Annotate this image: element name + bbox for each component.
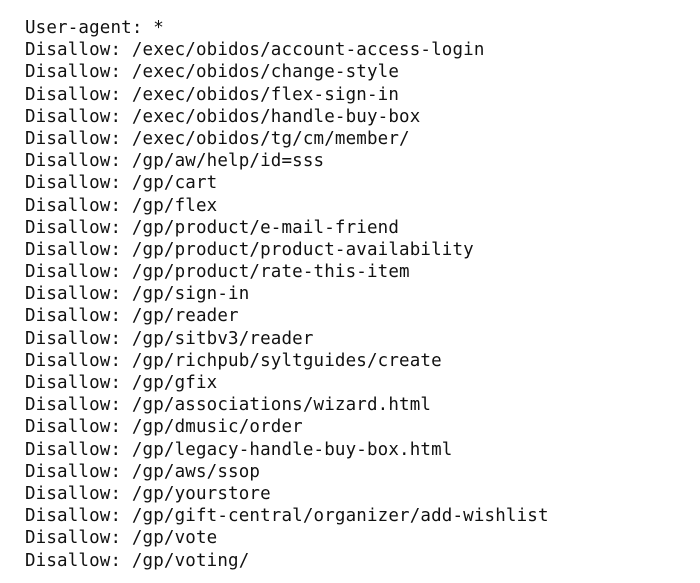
disallow-directive: Disallow: [25,151,122,172]
disallow-path: /exec/obidos/handle-buy-box [131,106,421,127]
disallow-directive: Disallow: [25,395,122,416]
disallow-line: Disallow: /exec/obidos/account-access-lo… [25,39,690,61]
disallow-path: /gp/associations/wizard.html [131,395,432,416]
disallow-directive: Disallow: [25,328,122,349]
disallow-path: /exec/obidos/change-style [131,62,400,83]
disallow-line: Disallow: /gp/dmusic/order [25,416,690,438]
disallow-line: Disallow: /exec/obidos/flex-sign-in [25,84,690,106]
disallow-line: Disallow: /gp/flex [25,195,690,217]
disallow-directive: Disallow: [25,262,122,283]
disallow-line: Disallow: /gp/cart [25,172,690,194]
disallow-directive: Disallow: [25,373,122,393]
disallow-directive: Disallow: [25,40,122,61]
disallow-path: /gp/product/e-mail-friend [131,217,400,238]
disallow-path: /gp/sitbv3/reader [131,328,314,349]
disallow-line: Disallow: /gp/aws/ssop [25,461,690,483]
disallow-directive: Disallow: [25,128,122,149]
disallow-directive: Disallow: [25,550,122,571]
disallow-directive: Disallow: [25,173,122,194]
user-agent-line: User-agent: * [25,17,690,39]
disallow-path: /gp/vote [131,528,218,549]
disallow-path: /gp/product/rate-this-item [131,262,410,283]
disallow-path: /exec/obidos/tg/cm/member/ [131,128,410,149]
disallow-directive: Disallow: [25,350,122,371]
disallow-line: Disallow: /gp/product/rate-this-item [25,261,690,283]
user-agent-directive: User-agent: [25,18,143,38]
user-agent-value: * [153,18,164,38]
robots-txt-listing: User-agent: * Disallow: /exec/obidos/acc… [25,17,690,572]
disallow-line: Disallow: /gp/gfix [25,372,690,394]
disallow-line: Disallow: /gp/yourstore [25,483,690,505]
disallow-directive: Disallow: [25,195,122,216]
disallow-line: Disallow: /gp/gift-central/organizer/add… [25,505,690,527]
disallow-line: Disallow: /gp/sign-in [25,283,690,305]
disallow-line: Disallow: /gp/reader [25,305,690,327]
disallow-line: Disallow: /gp/legacy-handle-buy-box.html [25,439,690,461]
disallow-path: /exec/obidos/account-access-login [131,40,485,61]
disallow-directive: Disallow: [25,528,122,549]
disallow-line: Disallow: /gp/sitbv3/reader [25,328,690,350]
disallow-directive: Disallow: [25,217,122,238]
disallow-directive: Disallow: [25,461,122,482]
disallow-directive: Disallow: [25,417,122,438]
disallow-path: /gp/gift-central/organizer/add-wishlist [131,506,549,527]
disallow-directive: Disallow: [25,106,122,127]
disallow-line: Disallow: /gp/vote [25,527,690,549]
disallow-line: Disallow: /gp/associations/wizard.html [25,394,690,416]
disallow-line: Disallow: /gp/aw/help/id=sss [25,150,690,172]
disallow-line: Disallow: /exec/obidos/change-style [25,61,690,83]
disallow-path: /gp/legacy-handle-buy-box.html [131,439,453,460]
disallow-path: /gp/aw/help/id=sss [131,151,325,172]
disallow-path: /gp/aws/ssop [131,461,261,482]
disallow-path: /gp/dmusic/order [131,417,303,438]
disallow-directive: Disallow: [25,439,122,460]
disallow-path: /gp/voting/ [131,550,250,571]
disallow-path: /gp/product/product-availability [131,239,474,260]
disallow-path: /gp/reader [131,306,239,327]
disallow-line: Disallow: /gp/product/e-mail-friend [25,217,690,239]
disallow-path: /gp/yourstore [131,483,271,504]
disallow-directive: Disallow: [25,506,122,527]
disallow-path: /gp/gfix [131,373,218,393]
disallow-line: Disallow: /exec/obidos/handle-buy-box [25,106,690,128]
disallow-line: Disallow: /gp/richpub/syltguides/create [25,350,690,372]
disallow-directive: Disallow: [25,306,122,327]
disallow-path: /exec/obidos/flex-sign-in [131,84,400,105]
disallow-directive: Disallow: [25,284,122,305]
disallow-line: Disallow: /gp/voting/ [25,550,690,572]
disallow-directive: Disallow: [25,62,122,83]
disallow-directive: Disallow: [25,84,122,105]
disallow-directive: Disallow: [25,239,122,260]
disallow-path: /gp/cart [131,173,218,194]
disallow-line: Disallow: /exec/obidos/tg/cm/member/ [25,128,690,150]
disallow-directive: Disallow: [25,483,122,504]
disallow-path: /gp/sign-in [131,284,250,305]
disallow-path: /gp/richpub/syltguides/create [131,350,442,371]
disallow-path: /gp/flex [131,195,218,216]
disallow-line: Disallow: /gp/product/product-availabili… [25,239,690,261]
